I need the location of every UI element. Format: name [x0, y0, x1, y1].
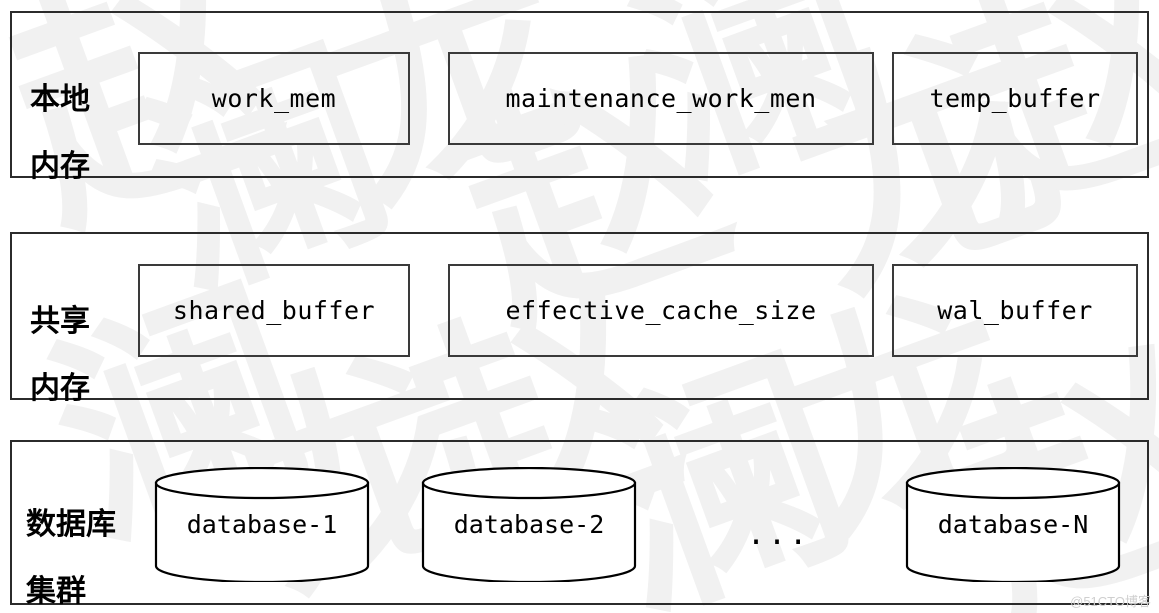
panel-label-line-2: 内存 [30, 149, 90, 183]
param-label-effective-cache-size: effective_cache_size [505, 296, 817, 325]
panel-label-line-1: 本地 [30, 82, 90, 116]
panel-local-memory: 本地 内存 work_mem maintenance_work_men temp… [10, 11, 1149, 183]
param-label-wal-buffer: wal_buffer [937, 296, 1093, 325]
param-label-maintenance-work-men: maintenance_work_men [505, 84, 817, 113]
param-box-wal-buffer[interactable]: wal_buffer [892, 264, 1138, 357]
panel-label-shared-memory: 共享 内存 [30, 271, 140, 405]
cylinder-label-database-2: database-2 [453, 510, 605, 539]
param-box-temp-buffer[interactable]: temp_buffer [892, 52, 1138, 145]
cylinder-shape-icon [905, 467, 1121, 582]
panel-label-local-memory: 本地 内存 [30, 49, 140, 183]
cylinder-database-1[interactable]: database-1 [154, 467, 370, 582]
param-label-temp-buffer: temp_buffer [929, 84, 1101, 113]
site-watermark: @51CTO博客 [1070, 594, 1151, 609]
panel-database-cluster: 数据库 集群 database-1 database-2 ... [10, 440, 1149, 608]
cylinder-label-database-n: database-N [937, 510, 1089, 539]
param-box-work-mem[interactable]: work_mem [138, 52, 410, 145]
cylinder-label-database-1: database-1 [186, 510, 338, 539]
panel-shared-memory: 共享 内存 shared_buffer effective_cache_size… [10, 232, 1149, 405]
param-box-maintenance-work-men[interactable]: maintenance_work_men [448, 52, 874, 145]
param-box-shared-buffer[interactable]: shared_buffer [138, 264, 410, 357]
ellipsis-more-databases: ... [747, 517, 811, 552]
param-label-shared-buffer: shared_buffer [172, 296, 376, 325]
panel-label-line-1: 数据库 [26, 507, 116, 541]
param-label-work-mem: work_mem [211, 84, 337, 113]
cylinder-database-2[interactable]: database-2 [421, 467, 637, 582]
panel-label-line-2: 集群 [26, 574, 86, 608]
panel-label-line-1: 共享 [30, 304, 90, 338]
cylinder-shape-icon [421, 467, 637, 582]
panel-label-line-2: 内存 [30, 371, 90, 405]
cylinder-database-n[interactable]: database-N [905, 467, 1121, 582]
param-box-effective-cache-size[interactable]: effective_cache_size [448, 264, 874, 357]
panel-label-database-cluster: 数据库 集群 [26, 474, 150, 608]
cylinder-shape-icon [154, 467, 370, 582]
